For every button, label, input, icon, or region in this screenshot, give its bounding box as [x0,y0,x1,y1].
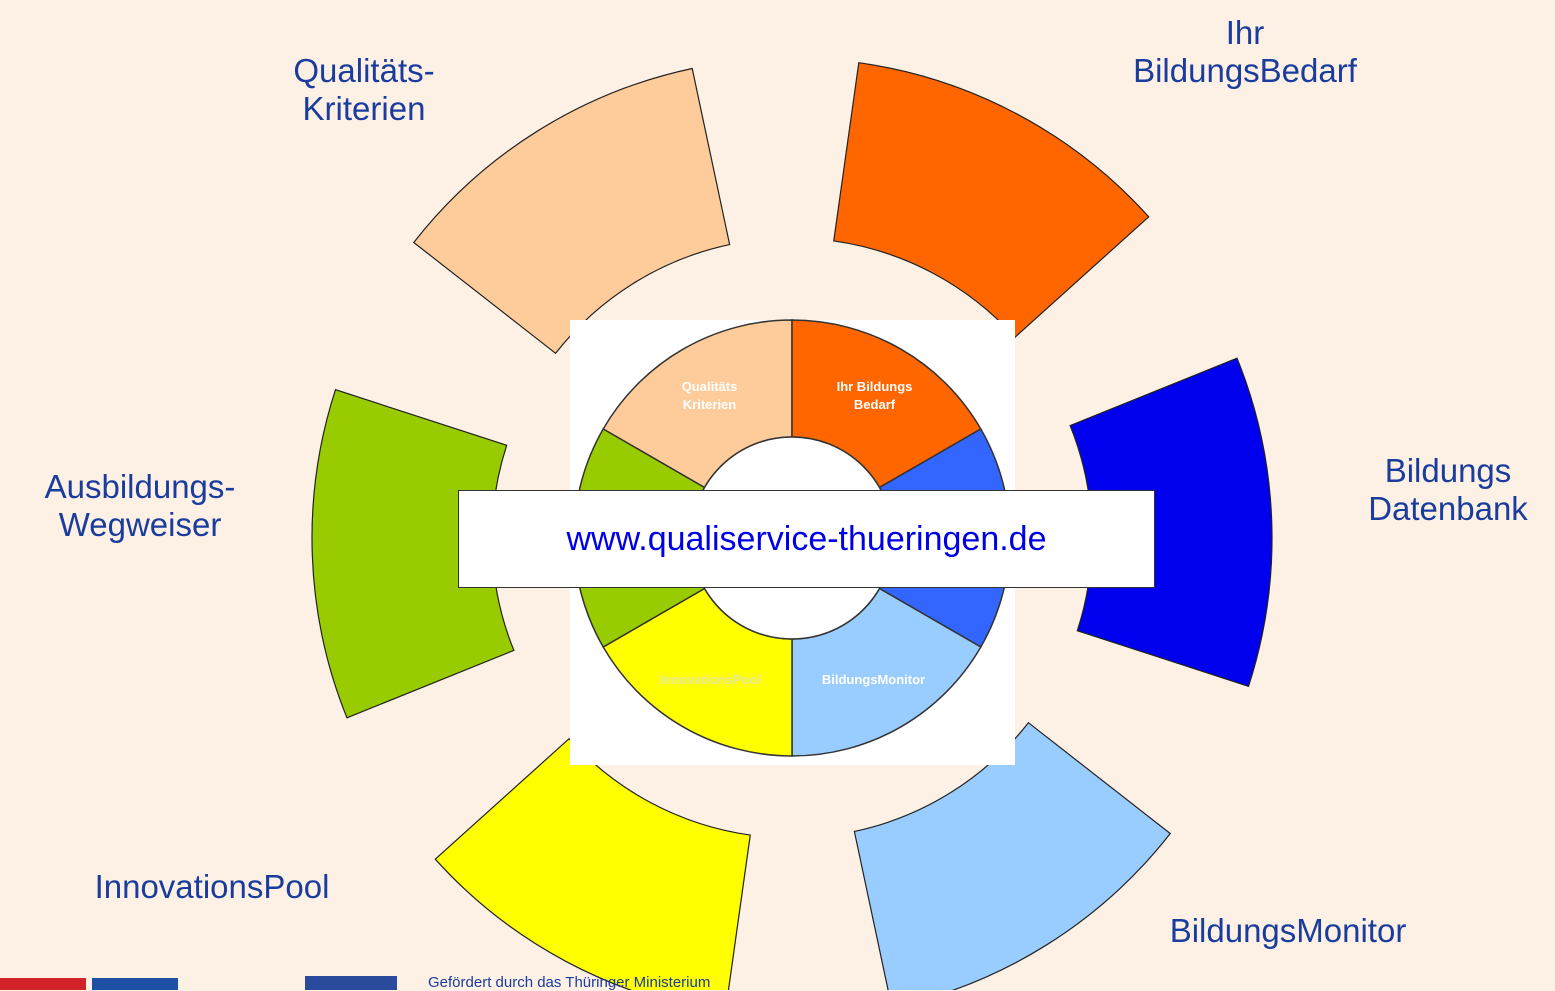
inner-label-innovation: InnovationsPool [660,672,761,687]
label-line: Kriterien [302,90,426,127]
label-qualitaets-kriterien[interactable]: Qualitäts- Kriterien [293,52,434,128]
label-line: Datenbank [1368,490,1528,527]
label-bildungs-datenbank[interactable]: Bildungs Datenbank [1368,452,1528,528]
footer-funding-text: Gefördert durch das Thüringer Ministeriu… [428,974,711,991]
sponsor-logo [0,978,86,990]
inner-ring [573,319,1011,757]
label-line: BildungsMonitor [1169,912,1407,949]
inner-label-monitor: BildungsMonitor [822,672,925,687]
sponsor-logo-secondary [92,978,178,990]
eu-flag-logo [305,976,397,990]
inner-label-bedarf: Bedarf [854,397,896,412]
label-line: InnovationsPool [94,868,330,905]
outer-ring [311,61,1273,990]
url-box[interactable]: www.qualiservice-thueringen.de [458,490,1155,588]
inner-label-bedarf: Ihr Bildungs [837,379,913,394]
outer-segment-monitor[interactable] [853,721,1172,990]
label-line: Ihr [1225,14,1265,51]
label-ausbildungs-wegweiser[interactable]: Ausbildungs- Wegweiser [45,468,236,544]
label-innovationspool[interactable]: InnovationsPool [95,868,330,906]
label-line: BildungsBedarf [1133,52,1357,89]
label-bildungsmonitor[interactable]: BildungsMonitor [1170,912,1407,950]
website-link[interactable]: www.qualiservice-thueringen.de [566,519,1047,558]
outer-segment-bedarf[interactable] [833,61,1150,339]
outer-segment-qualitaet[interactable] [412,67,731,355]
label-line: Wegweiser [58,506,222,543]
label-line: Ausbildungs- [44,468,236,505]
label-line: Bildungs [1384,452,1512,489]
outer-segment-datenbank[interactable] [1069,357,1273,688]
label-line: Qualitäts- [293,52,435,89]
inner-label-qualitaet: Kriterien [683,397,737,412]
inner-label-qualitaet: Qualitäts [682,379,738,394]
outer-segment-innovation[interactable] [434,737,751,990]
label-ihr-bildungsbedarf[interactable]: Ihr BildungsBedarf [1133,14,1357,90]
